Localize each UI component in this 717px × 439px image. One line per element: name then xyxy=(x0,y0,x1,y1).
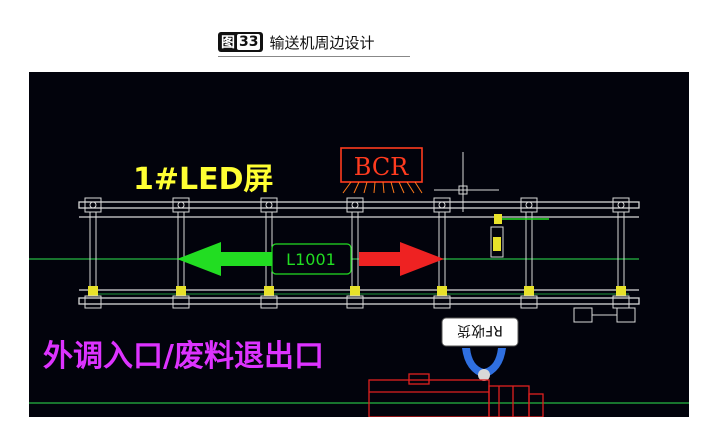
led-screen-label: 1#LED屏 xyxy=(133,162,274,197)
roller-5 xyxy=(433,197,451,309)
caption-rule xyxy=(218,56,410,57)
cad-drawing: L1001 1#LED屏 BCR xyxy=(29,72,689,417)
crosshair-cursor-icon xyxy=(434,152,499,212)
conveyor-label-box xyxy=(271,243,352,275)
operator-icon xyxy=(462,348,506,378)
rf-label: RF收货 xyxy=(457,322,503,339)
arrow-right-icon xyxy=(359,242,444,276)
bcr-label: BCR xyxy=(354,153,409,181)
rf-station: RF收货 xyxy=(441,317,519,381)
arrow-left-icon xyxy=(177,242,277,276)
conveyor-label: L1001 xyxy=(286,250,336,269)
conveyor-frame xyxy=(78,201,640,305)
conveyor-layout-svg: L1001 1#LED屏 BCR xyxy=(29,147,689,417)
photo-sensor xyxy=(490,214,549,258)
figure-number: 33 xyxy=(237,34,261,50)
roller-2 xyxy=(172,197,190,309)
roller-4 xyxy=(346,197,364,309)
roller-6 xyxy=(520,197,538,309)
outrigger-bottom xyxy=(573,307,636,323)
red-machinery xyxy=(368,373,544,417)
bcr-scanner: BCR xyxy=(340,147,423,194)
conveyor-rollers xyxy=(84,197,630,309)
roller-7 xyxy=(612,197,630,309)
figure-title: 输送机周边设计 xyxy=(269,33,375,52)
figure-badge-char: 图 xyxy=(221,35,235,51)
roller-1 xyxy=(84,197,102,309)
entrance-label: 外调入口/废料退出口 xyxy=(43,339,324,374)
roller-3 xyxy=(260,197,278,309)
bcr-scan-beams xyxy=(342,181,423,194)
